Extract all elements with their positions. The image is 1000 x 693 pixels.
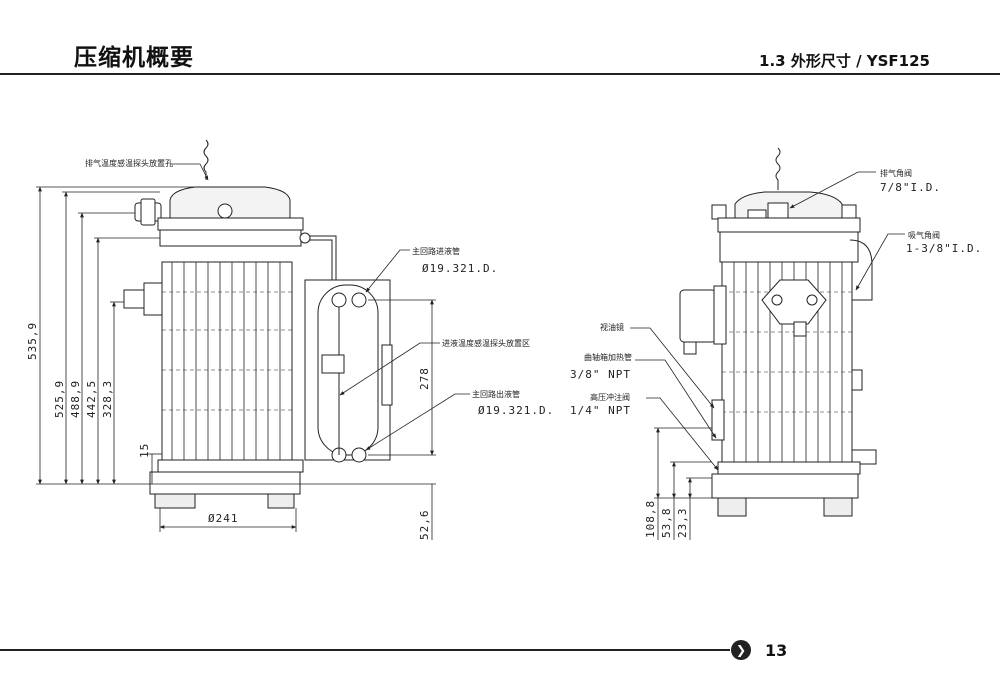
dim-h2: 488,9 [69,380,82,418]
discharge-valve-label: 排气角阀 [880,168,912,178]
hp-relief-valve-size: 1/4" NPT [570,404,631,417]
dim-h4: 328,3 [101,380,114,418]
main-liquid-inlet-label: 主回路进液管 [412,246,460,256]
dim-base-offset: 15 [138,443,151,458]
right-leader-lines [630,171,905,471]
dim-h1: 525,9 [53,380,66,418]
dim-connection-spacing: 278 [418,367,431,390]
discharge-valve-size: 7/8"I.D. [880,181,941,194]
liquid-inlet-temp-probe-label: 进液温度感温探头放置区 [442,338,530,348]
left-compressor-view [123,139,393,509]
left-leader-lines [170,163,470,451]
dim-d3: 23,3 [676,508,689,539]
footer-divider [0,649,730,651]
sight-glass-label: 视油镜 [600,322,624,332]
dim-h3: 442,5 [85,380,98,418]
section-title: 1.3 外形尺寸 / YSF125 [759,52,930,70]
header-divider [0,73,1000,75]
dim-d1: 108,8 [644,500,657,538]
main-liquid-outlet-label: 主回路出液管 [472,389,520,399]
crankcase-heater-size: 3/8" NPT [570,368,631,381]
right-dimension-lines [654,427,712,540]
dim-foot-height: 52,6 [418,510,431,541]
crankcase-heater-label: 曲轴箱加热管 [584,352,632,362]
dim-diameter: Ø241 [208,512,239,525]
inlet-size-label: Ø19.321.D. [422,262,498,275]
page-number: 13 [765,641,788,660]
suction-valve-label: 吸气角阀 [908,230,940,240]
outlet-size-label: Ø19.321.D. [478,404,554,417]
hp-relief-valve-label: 高压冲注阀 [590,392,630,402]
suction-valve-size: 1-3/8"I.D. [906,242,982,255]
discharge-temp-probe-label: 排气温度感温探头放置孔 [85,158,173,168]
right-compressor-view [679,147,877,517]
page-title: 压缩机概要 [74,45,194,71]
dim-overall-height: 535,9 [26,322,39,360]
page-header: 压缩机概要 1.3 外形尺寸 / YSF125 [0,0,1000,80]
dim-d2: 53,8 [660,508,673,539]
left-dimension-lines [36,186,436,540]
chevron-right-icon[interactable]: ❯ [731,640,751,660]
